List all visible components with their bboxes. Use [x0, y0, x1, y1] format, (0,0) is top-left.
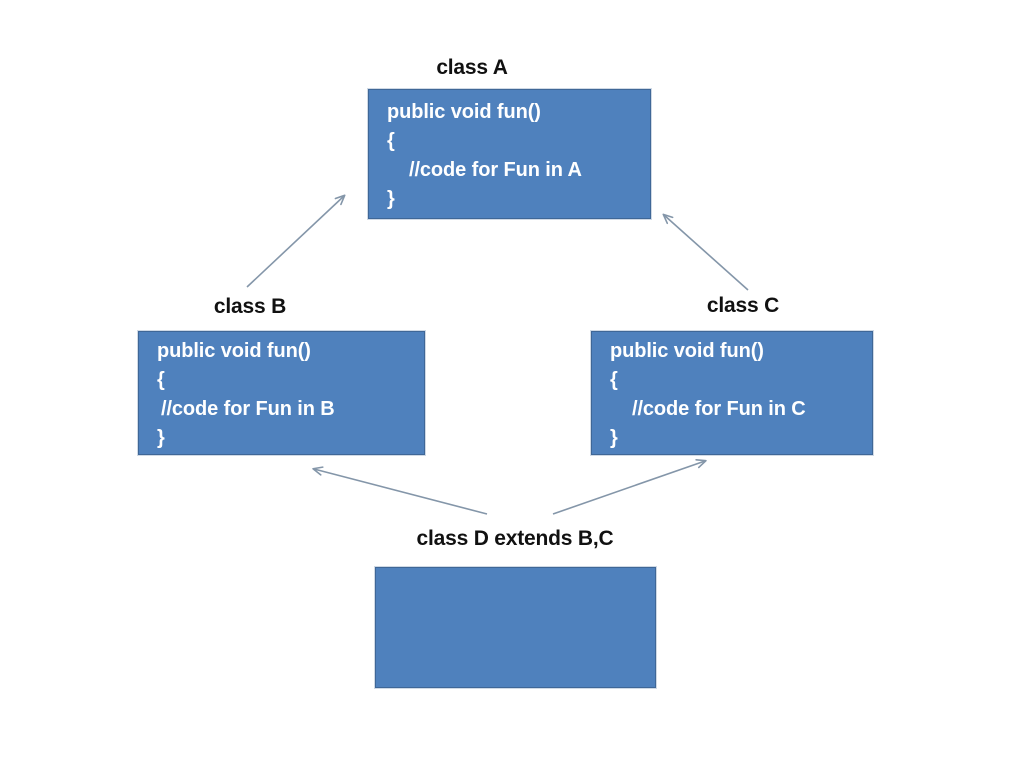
- code-line: }: [387, 188, 395, 210]
- code-line: {: [157, 369, 165, 391]
- code-line: {: [610, 369, 618, 391]
- class-a-label: class A: [436, 56, 508, 79]
- code-line: //code for Fun in A: [409, 159, 582, 181]
- code-line: {: [387, 130, 395, 152]
- code-line: //code for Fun in B: [161, 398, 335, 420]
- class-b-code: public void fun() { //code for Fun in B …: [139, 332, 424, 453]
- class-a-box[interactable]: public void fun() { //code for Fun in A …: [368, 89, 651, 219]
- class-c-box[interactable]: public void fun() { //code for Fun in C …: [591, 331, 873, 455]
- class-c-code: public void fun() { //code for Fun in C …: [592, 332, 872, 453]
- code-line: public void fun(): [157, 340, 311, 362]
- code-line: public void fun(): [387, 101, 541, 123]
- code-line: }: [157, 427, 165, 449]
- arrow-d-to-c: [552, 459, 707, 515]
- code-line: public void fun(): [610, 340, 764, 362]
- arrow-b-to-a: [246, 194, 346, 288]
- class-d-label: class D extends B,C: [416, 527, 614, 550]
- code-line: }: [610, 427, 618, 449]
- arrow-c-to-a: [662, 213, 749, 291]
- class-c-label: class C: [706, 294, 780, 317]
- class-d-code: [376, 568, 655, 576]
- arrow-d-to-b: [312, 466, 488, 515]
- code-line: //code for Fun in C: [632, 398, 806, 420]
- class-b-box[interactable]: public void fun() { //code for Fun in B …: [138, 331, 425, 455]
- class-d-box[interactable]: [375, 567, 656, 688]
- class-b-label: class B: [213, 295, 287, 318]
- class-a-code: public void fun() { //code for Fun in A …: [369, 90, 650, 214]
